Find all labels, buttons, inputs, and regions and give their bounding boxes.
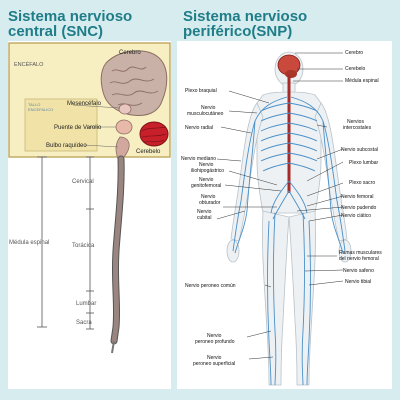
snp-label-genitofemoral-1: Nervio <box>199 177 214 183</box>
snp-diagram: Cerebro Cerebelo Médula espinal Plexo br… <box>181 50 382 386</box>
brain-shape <box>100 50 168 116</box>
brain-gyri <box>109 66 159 106</box>
label-tallo-2: ENCEFALICO <box>28 107 53 112</box>
medulla-oblongata-shape <box>115 136 130 160</box>
label-puente: Puente de Varolio <box>54 125 102 131</box>
snp-cerebellum-shape <box>285 70 297 78</box>
snp-label-peroneo-sup-2: peroneo superficial <box>193 361 235 367</box>
label-lumbar: Lumbar <box>76 301 96 307</box>
label-sacra: Sacra <box>76 320 92 326</box>
snp-label-cerebro: Cerebro <box>345 50 363 56</box>
snp-label-obturador-1: Nervio <box>201 194 216 200</box>
brainstem-box <box>24 98 98 152</box>
midbrain-shape <box>118 103 132 115</box>
snp-label-intercostales-2: intercostales <box>343 125 372 131</box>
snp-label-peroneo-comun: Nervio peroneo común <box>185 283 236 289</box>
snp-label-medula: Médula espinal <box>345 78 379 84</box>
snp-label-safeno: Nervio safeno <box>343 268 374 274</box>
nerve-network <box>232 96 346 386</box>
label-encefalo: ENCÉFALO <box>14 61 44 68</box>
spinal-cord-shape <box>111 156 124 344</box>
snp-label-peroneo-prof-2: peroneo profundo <box>195 339 235 345</box>
snp-label-obturador-2: obturador <box>199 200 221 206</box>
snp-title-line1: Sistema nervioso <box>183 8 308 25</box>
snp-title-line2: periférico(SNP) <box>183 23 293 40</box>
snc-title-line2: central (SNC) <box>8 23 104 40</box>
snp-label-peroneo-prof-1: Nervio <box>207 333 222 339</box>
leader-lines <box>216 52 344 360</box>
snp-label-cubital-2: cubital <box>197 215 211 221</box>
snp-label-peroneo-sup-1: Nervio <box>207 355 222 361</box>
label-mesencefalo: Mesencéfalo <box>67 101 102 107</box>
cerebellum-shape <box>139 121 169 147</box>
snc-title: Sistema nervioso central (SNC) <box>8 9 132 39</box>
snp-label-ciatico: Nervio ciático <box>341 213 371 219</box>
snp-label-musculocutaneo-1: Nervio <box>201 105 216 111</box>
snp-label-iliohipogastrico-1: Nervio <box>199 162 214 168</box>
label-tallo-1: TALLO <box>28 102 40 107</box>
snp-label-femoral: Nervio femoral <box>341 194 374 200</box>
snp-label-plexo-sacro: Plexo sacro <box>349 180 375 186</box>
snc-diagram: Cerebro ENCÉFALO TALLO ENCEFALICO Mesenc… <box>8 42 171 354</box>
label-toracica: Torácica <box>72 243 95 249</box>
snp-title: Sistema nervioso periférico(SNP) <box>183 9 307 39</box>
filum-terminale <box>111 340 115 354</box>
snc-panel: Cerebro ENCÉFALO TALLO ENCEFALICO Mesenc… <box>8 41 171 389</box>
snp-label-intercostales-1: Nervios <box>347 119 364 125</box>
label-medula: Médula espinal <box>9 240 49 246</box>
label-cerebro: Cerebro <box>119 50 141 56</box>
label-bulbo: Bulbo raquídeo <box>46 143 87 149</box>
snp-label-tibial: Nervio tibial <box>345 279 371 285</box>
label-cerebelo: Cerebelo <box>136 149 161 155</box>
snp-label-subcostal: Nervio subcostal <box>341 147 378 153</box>
snp-label-cerebelo: Cerebelo <box>345 66 366 72</box>
snp-label-musculocutaneo-2: musculocutáneo <box>187 111 224 117</box>
snp-label-radial: Nervio radial <box>185 125 213 131</box>
pons-shape <box>115 119 133 135</box>
snp-label-plexo-lumbar: Plexo lumbar <box>349 160 379 166</box>
snp-panel: Cerebro Cerebelo Médula espinal Plexo br… <box>177 41 392 389</box>
snc-title-line1: Sistema nervioso <box>8 8 133 25</box>
snp-label-ramas-1: Ramas musculares <box>339 250 382 256</box>
snp-label-mediano: Nervio mediano <box>181 156 216 162</box>
snp-label-ramas-2: del nervio femoral <box>339 256 379 262</box>
cerebellum-folds <box>141 126 167 143</box>
label-cervical: Cervical <box>72 179 94 185</box>
snp-label-plexo-braquial: Plexo braquial <box>185 88 217 94</box>
snp-label-cubital-1: Nervio <box>197 209 212 215</box>
snp-label-iliohipogastrico-2: iliohipogástrico <box>191 168 224 174</box>
snp-label-genitofemoral-2: genitofemoral <box>191 183 221 189</box>
snp-label-pudendo: Nervio pudendo <box>341 205 377 211</box>
